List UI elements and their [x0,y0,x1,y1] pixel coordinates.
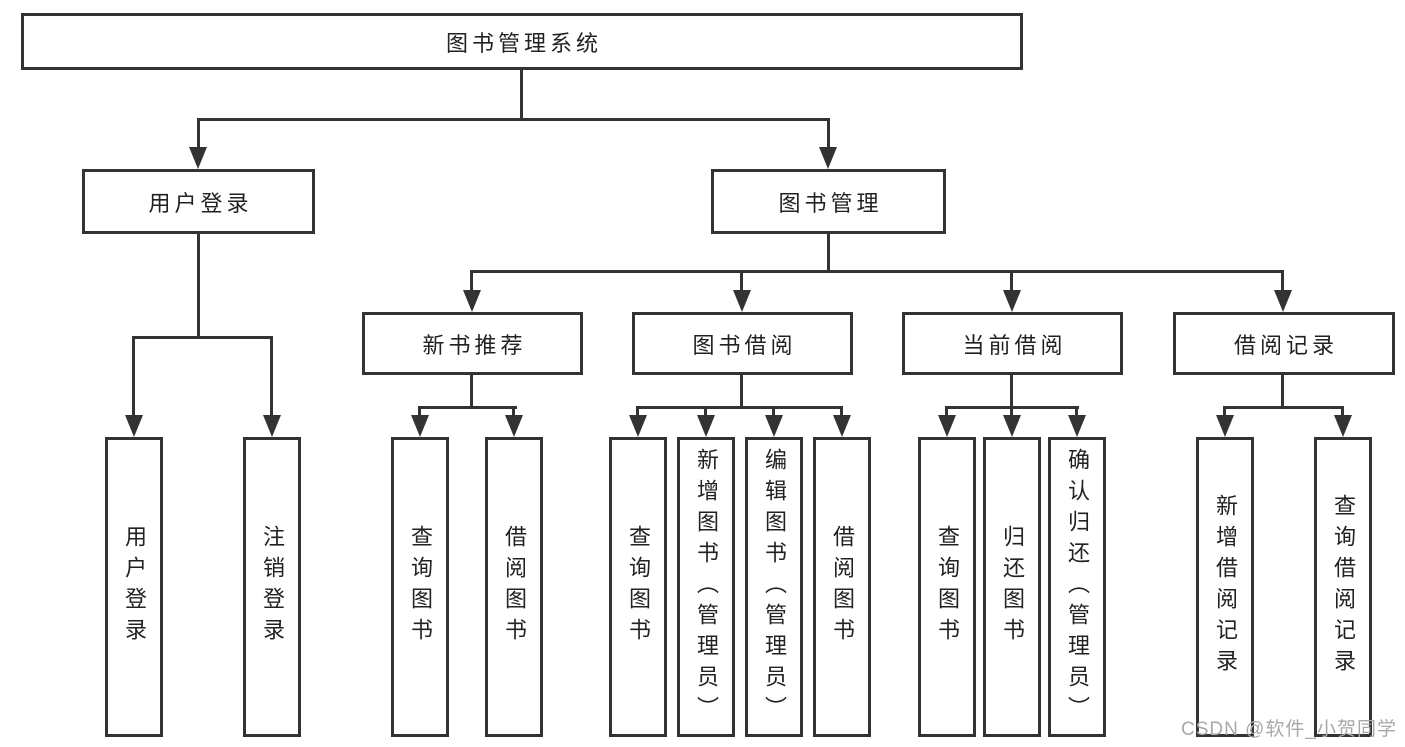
arrow-down-icon [463,290,481,312]
arrow-down-icon [629,415,647,437]
leaf-box-edit-books-admin: 编辑图书（管理员） [745,437,803,737]
connector-line [1223,408,1226,417]
leaf-label: 查询图书 [626,525,651,649]
connector-line [772,408,775,417]
connector-line [1075,408,1078,417]
arrow-down-icon [697,415,715,437]
arrow-down-icon [1274,290,1292,312]
leaf-label: 编辑图书（管理员） [762,447,787,727]
connector-line [636,406,843,409]
leaf-label: 新增图书（管理员） [694,447,719,727]
connector-line [945,406,1079,409]
module-label: 借阅记录 [1233,332,1338,358]
connector-line [197,120,200,150]
leaf-box-borrow-books-1: 借阅图书 [485,437,543,737]
connector-line [418,406,517,409]
connector-line [827,234,830,272]
module-label: 新书推荐 [422,332,527,358]
leaf-box-borrow-books-2: 借阅图书 [813,437,871,737]
connector-line [1010,375,1013,408]
branch-box-user-login: 用户登录 [82,169,315,234]
leaf-box-query-borrow-record: 查询借阅记录 [1314,437,1372,737]
root-label: 图书管理系统 [445,30,602,56]
leaf-label: 借阅图书 [830,525,855,649]
leaf-label: 归还图书 [1000,525,1025,649]
connector-line [470,375,473,408]
branch-label: 用户登录 [148,190,253,216]
leaf-box-logout: 注销登录 [243,437,301,737]
arrow-down-icon [505,415,523,437]
connector-line [1341,408,1344,417]
connector-line [270,338,273,417]
arrow-down-icon [189,147,207,169]
module-box-borrowing-records: 借阅记录 [1173,312,1395,375]
leaf-box-confirm-return-admin: 确认归还（管理员） [1048,437,1106,737]
connector-line [740,375,743,408]
connector-line [470,272,473,292]
connector-line [418,408,421,417]
leaf-box-query-books-1: 查询图书 [391,437,449,737]
leaf-box-query-books-3: 查询图书 [918,437,976,737]
arrow-down-icon [938,415,956,437]
branch-box-book-management: 图书管理 [711,169,946,234]
leaf-label: 查询图书 [935,525,960,649]
leaf-label: 新增借阅记录 [1213,494,1238,680]
arrow-down-icon [1216,415,1234,437]
connector-line [1281,272,1284,292]
arrow-down-icon [733,290,751,312]
module-box-current-borrowing: 当前借阅 [902,312,1123,375]
leaf-box-add-books-admin: 新增图书（管理员） [677,437,735,737]
module-label: 图书借阅 [692,332,797,358]
arrow-down-icon [1003,290,1021,312]
connector-line [470,270,1284,273]
connector-line [1010,408,1013,417]
connector-line [1281,375,1284,408]
connector-line [1223,406,1344,409]
leaf-label: 用户登录 [122,525,147,649]
arrow-down-icon [833,415,851,437]
arrow-down-icon [1334,415,1352,437]
root-box-library-management-system: 图书管理系统 [21,13,1023,70]
leaf-box-user-login: 用户登录 [105,437,163,737]
arrow-down-icon [1003,415,1021,437]
arrow-down-icon [1068,415,1086,437]
connector-line [945,408,948,417]
module-box-new-book-recommend: 新书推荐 [362,312,583,375]
arrow-down-icon [125,415,143,437]
module-label: 当前借阅 [962,332,1067,358]
connector-line [520,70,523,120]
connector-line [827,120,830,150]
leaf-label: 查询图书 [408,525,433,649]
leaf-box-add-borrow-record: 新增借阅记录 [1196,437,1254,737]
connector-line [132,336,273,339]
connector-line [132,338,135,417]
connector-line [197,118,830,121]
leaf-label: 注销登录 [260,525,285,649]
connector-line [704,408,707,417]
leaf-box-return-books: 归还图书 [983,437,1041,737]
leaf-label: 查询借阅记录 [1331,494,1356,680]
arrow-down-icon [765,415,783,437]
arrow-down-icon [263,415,281,437]
connector-line [512,408,515,417]
module-box-book-borrowing: 图书借阅 [632,312,853,375]
arrow-down-icon [411,415,429,437]
connector-line [636,408,639,417]
leaf-label: 确认归还（管理员） [1065,447,1090,727]
branch-label: 图书管理 [778,190,883,216]
connector-line [1010,272,1013,292]
leaf-label: 借阅图书 [502,525,527,649]
connector-line [197,234,200,338]
leaf-box-query-books-2: 查询图书 [609,437,667,737]
arrow-down-icon [819,147,837,169]
connector-line [840,408,843,417]
csdn-watermark: CSDN @软件_小贺同学 [1181,719,1397,740]
connector-line [740,272,743,292]
